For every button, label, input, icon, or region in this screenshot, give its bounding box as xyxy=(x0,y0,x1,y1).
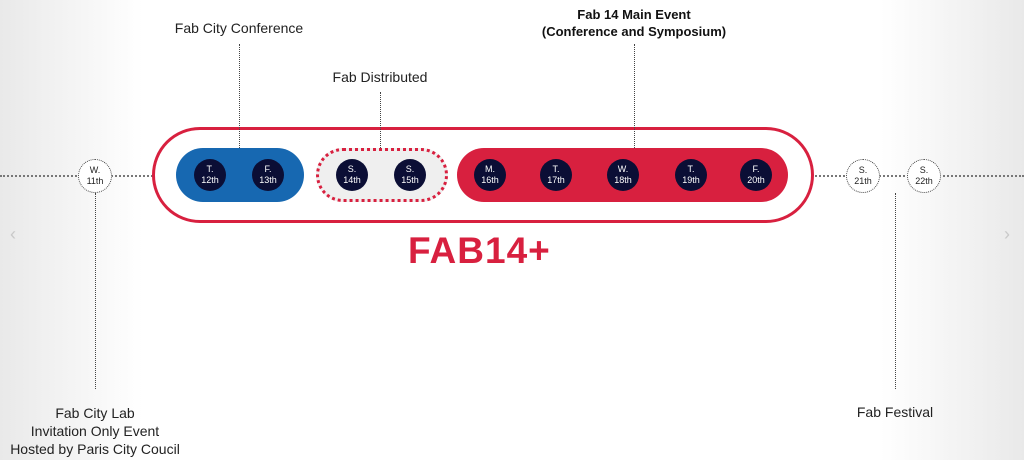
fab-city-conference-label: Fab City Conference xyxy=(174,20,304,36)
day-circle: M.16th xyxy=(474,159,506,191)
day-circle: S.15th xyxy=(394,159,426,191)
fab-city-lab-note: Fab City Lab Invitation Only Event Hoste… xyxy=(10,405,180,457)
day-circle: F.13th xyxy=(252,159,284,191)
connector-main-event xyxy=(634,44,635,148)
day-circle: T.19th xyxy=(675,159,707,191)
day-circle: S.22th xyxy=(907,159,941,193)
day-circle: T.12th xyxy=(194,159,226,191)
fab14-plus-logo: FAB14+ xyxy=(408,230,551,271)
main-event-title: Fab 14 Main Event xyxy=(577,7,691,22)
chevron-left-icon[interactable]: ‹ xyxy=(10,224,16,244)
day-circle: W.18th xyxy=(607,159,639,191)
connector-fab-festival xyxy=(895,193,896,389)
main-event-subtitle: (Conference and Symposium) xyxy=(541,24,727,39)
day-circle: T.17th xyxy=(540,159,572,191)
connector-fab-city-conference xyxy=(239,44,240,148)
fab-distributed-block xyxy=(316,148,448,202)
fab-distributed-label: Fab Distributed xyxy=(332,69,428,85)
day-circle: S.21th xyxy=(846,159,880,193)
chevron-right-icon[interactable]: › xyxy=(1004,224,1010,244)
connector-fab-distributed xyxy=(380,92,381,148)
connector-fab-city-lab xyxy=(95,193,96,389)
fab-festival-label: Fab Festival xyxy=(856,404,934,420)
day-circle: S.14th xyxy=(336,159,368,191)
day-circle: W.11th xyxy=(78,159,112,193)
day-circle: F.20th xyxy=(740,159,772,191)
